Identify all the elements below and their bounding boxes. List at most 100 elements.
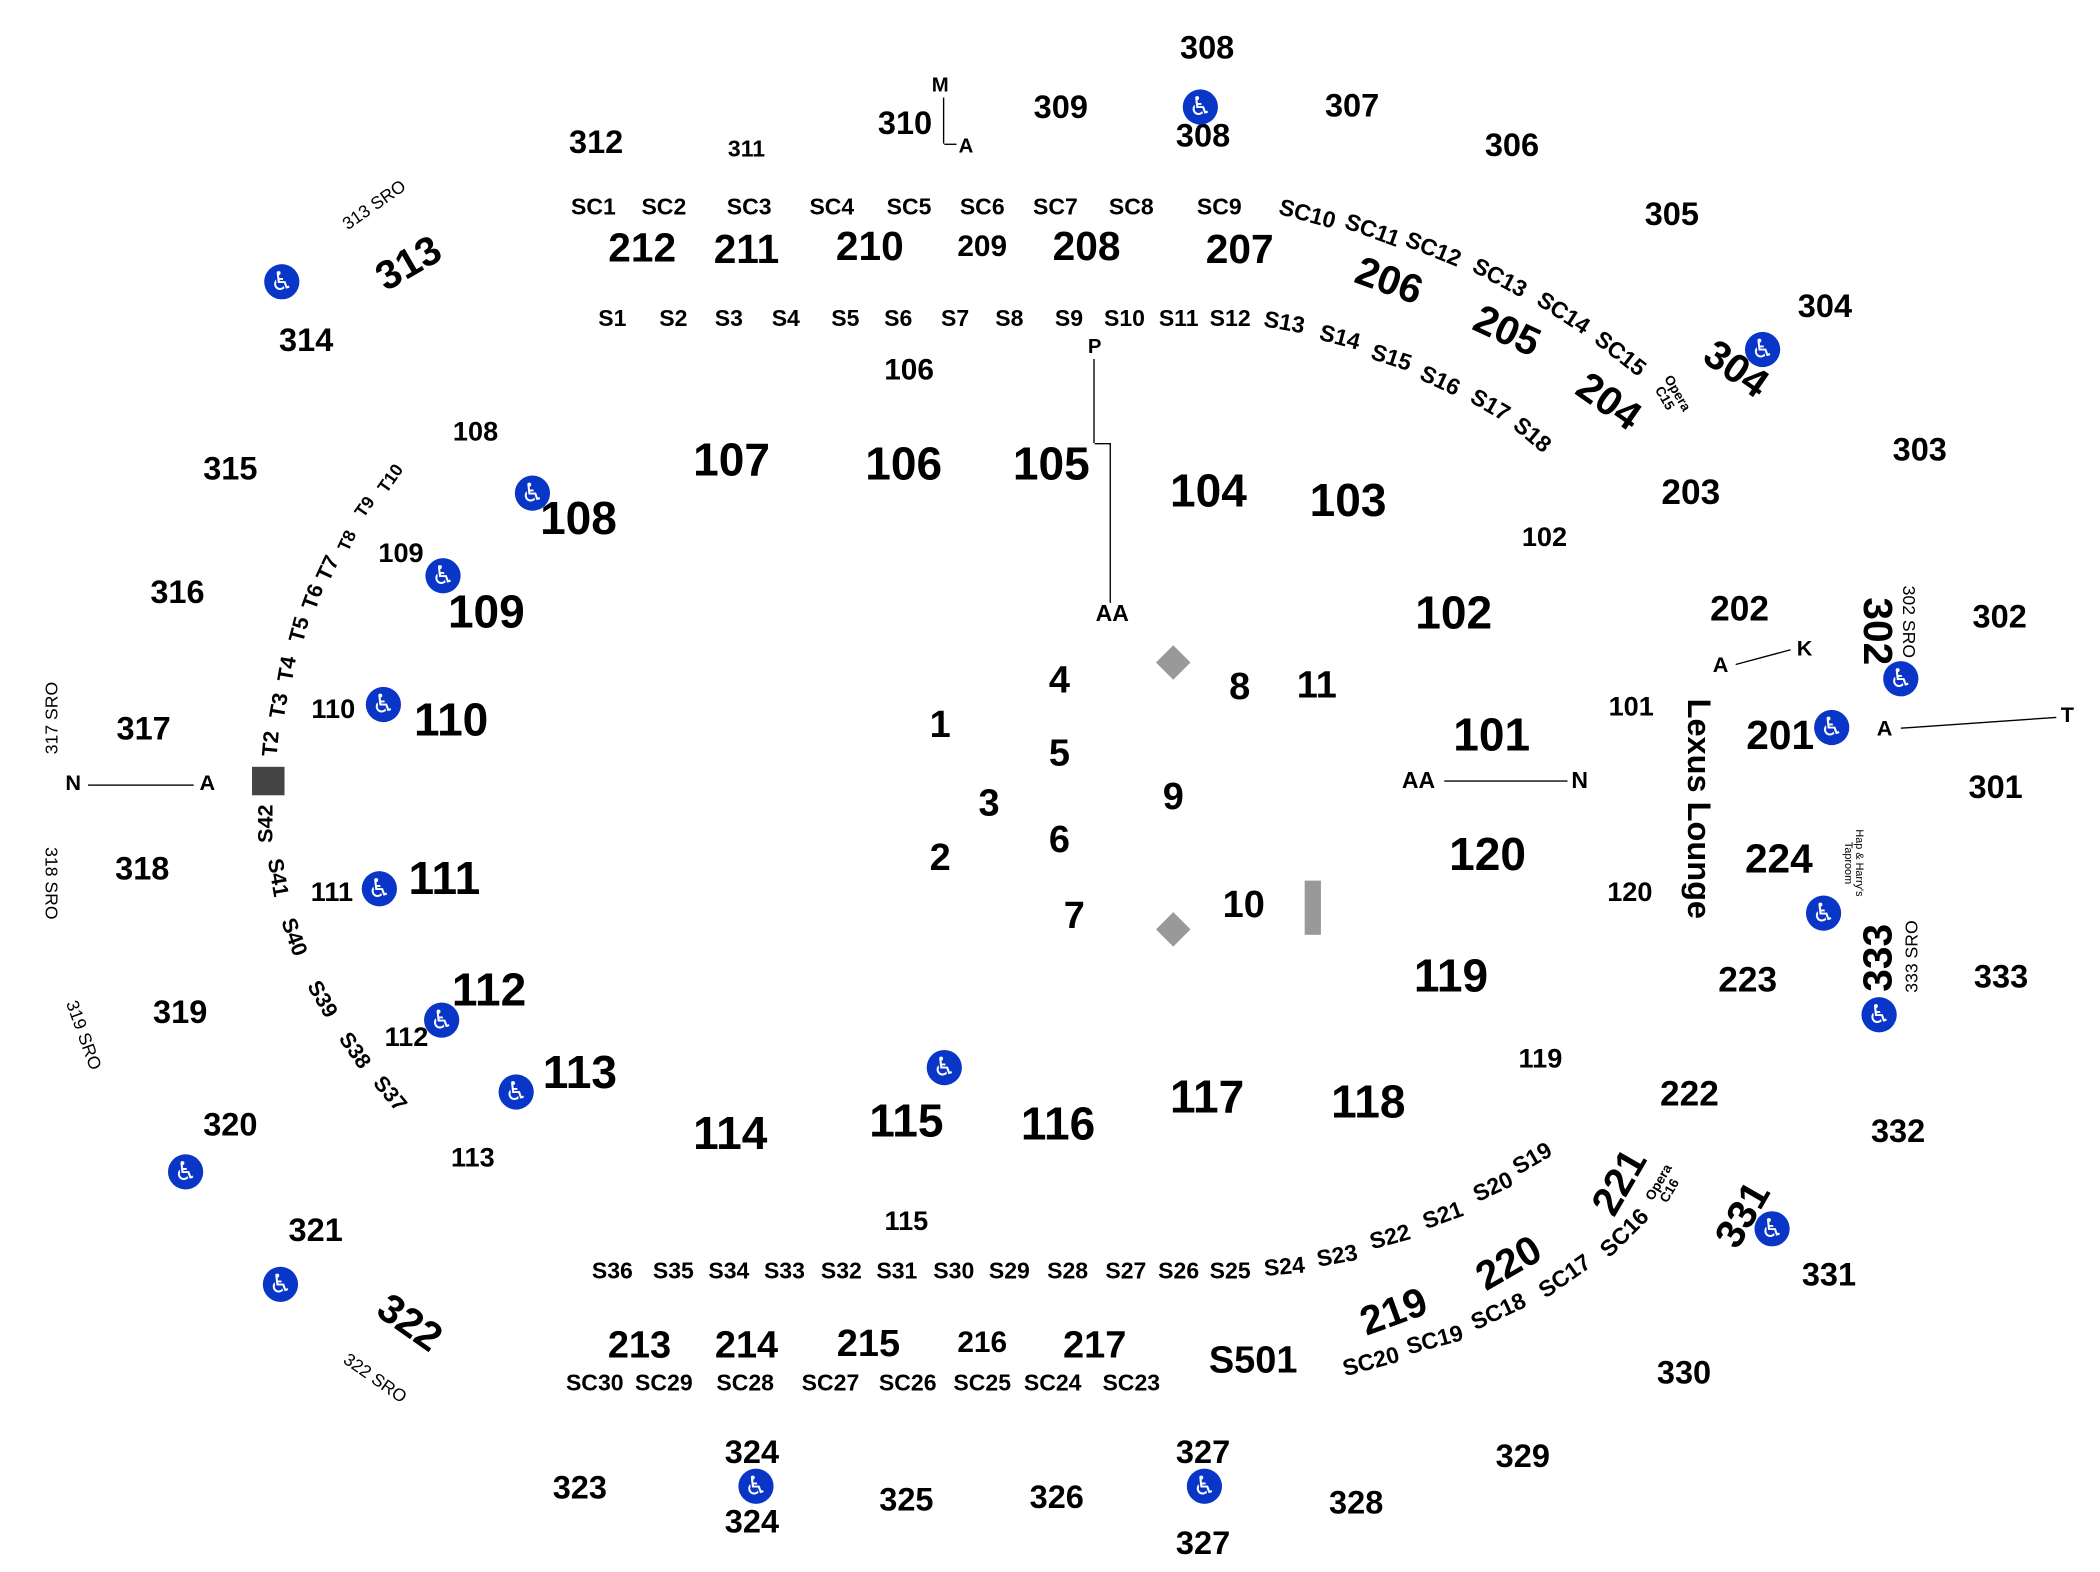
section-label[interactable]: 9	[1162, 774, 1184, 817]
section-label[interactable]: 311	[727, 136, 766, 162]
section-label[interactable]: SC25	[953, 1370, 1012, 1397]
section-label[interactable]: S28	[1047, 1257, 1089, 1284]
section-label[interactable]: SC23	[1102, 1370, 1161, 1397]
section-label[interactable]: SC1	[570, 194, 616, 221]
section-label[interactable]: 318	[115, 850, 170, 888]
section-label[interactable]: 108	[452, 417, 499, 448]
section-label[interactable]: SC7	[1032, 194, 1078, 221]
section-label[interactable]: 102	[1415, 587, 1493, 640]
section-label[interactable]: 217	[1063, 1323, 1127, 1366]
section-label[interactable]: 114	[693, 1108, 768, 1160]
section-label[interactable]: 110	[311, 695, 356, 725]
section-label[interactable]: 223	[1718, 959, 1778, 1000]
section-label[interactable]: 321	[288, 1212, 343, 1250]
section-label[interactable]: 112	[384, 1022, 429, 1053]
section-label[interactable]: SC26	[878, 1370, 937, 1397]
section-label[interactable]: 329	[1495, 1438, 1550, 1476]
section-label[interactable]: S12	[1209, 305, 1251, 332]
section-label[interactable]: S30	[933, 1257, 975, 1284]
section-label[interactable]: 209	[957, 228, 1008, 263]
section-label[interactable]: S15	[1367, 339, 1415, 377]
section-label[interactable]: 224	[1744, 837, 1813, 882]
section-label[interactable]: 6	[1048, 818, 1071, 861]
section-label[interactable]: SC28	[716, 1370, 774, 1397]
section-label[interactable]: 4	[1048, 658, 1071, 701]
section-label[interactable]: 208	[1052, 224, 1121, 270]
section-label[interactable]: 105	[1012, 438, 1090, 491]
section-label[interactable]: 317	[116, 711, 171, 748]
section-label[interactable]: S6	[884, 305, 913, 332]
section-label[interactable]: S22	[1366, 1219, 1414, 1255]
section-label[interactable]: 111	[408, 853, 481, 906]
section-label[interactable]: 206	[1349, 248, 1429, 314]
section-label[interactable]: S5	[831, 305, 860, 332]
section-label[interactable]: S34	[708, 1257, 750, 1284]
section-label[interactable]: S501	[1208, 1338, 1298, 1381]
section-label[interactable]: 111	[310, 877, 354, 908]
section-label[interactable]: 303	[1892, 432, 1947, 469]
section-label[interactable]: 310	[877, 105, 933, 143]
section-label[interactable]: 213	[607, 1323, 672, 1366]
section-label[interactable]: 103	[1309, 475, 1387, 528]
section-label[interactable]: 309	[1033, 89, 1088, 126]
section-label[interactable]: S21	[1419, 1196, 1467, 1235]
section-label[interactable]: S9	[1054, 305, 1084, 332]
section-label[interactable]: S39	[302, 977, 342, 1022]
section-label[interactable]: SC30	[565, 1370, 624, 1397]
section-label[interactable]: 306	[1484, 127, 1540, 164]
section-label[interactable]: S13	[1261, 306, 1307, 339]
section-label[interactable]: SC2	[641, 194, 687, 221]
section-label[interactable]: 112	[451, 964, 527, 1017]
section-label[interactable]: 202	[1710, 587, 1769, 629]
section-label[interactable]: S2	[659, 305, 688, 332]
section-label[interactable]: 113	[542, 1047, 618, 1099]
section-label[interactable]: 102	[1521, 522, 1568, 553]
section-label[interactable]: 333	[1856, 923, 1901, 992]
section-label[interactable]: 8	[1229, 665, 1251, 708]
section-label[interactable]: 316	[150, 574, 205, 612]
section-label[interactable]: 332	[1870, 1113, 1926, 1151]
section-label[interactable]: SC20	[1339, 1341, 1403, 1382]
section-label[interactable]: S7	[941, 305, 970, 332]
section-label[interactable]: S14	[1316, 319, 1364, 356]
section-label[interactable]: 115	[884, 1207, 929, 1237]
section-label[interactable]: S37	[368, 1072, 411, 1117]
section-label[interactable]: SC5	[886, 194, 932, 221]
section-label[interactable]: S38	[333, 1028, 375, 1074]
section-label[interactable]: 5	[1048, 731, 1071, 774]
section-label[interactable]: 113	[450, 1143, 495, 1174]
section-label[interactable]: 106	[884, 352, 934, 387]
section-label[interactable]: SC18	[1466, 1287, 1530, 1336]
section-label[interactable]: 308	[1179, 29, 1235, 67]
section-label[interactable]: 109	[447, 586, 525, 639]
section-label[interactable]: S20	[1468, 1166, 1518, 1208]
section-label[interactable]: 216	[957, 1324, 1008, 1359]
section-label[interactable]: 119	[1413, 951, 1489, 1003]
section-label[interactable]: S40	[275, 915, 311, 960]
section-label[interactable]: 328	[1329, 1484, 1384, 1522]
section-label[interactable]: 313	[368, 227, 450, 300]
section-label[interactable]: 305	[1644, 196, 1699, 234]
section-label[interactable]: 315	[203, 451, 258, 488]
section-label[interactable]: S29	[988, 1257, 1030, 1284]
section-label[interactable]: 110	[413, 695, 489, 747]
section-label[interactable]: S24	[1262, 1252, 1306, 1282]
section-label[interactable]: 116	[1020, 1098, 1096, 1151]
section-label[interactable]: 331	[1801, 1257, 1857, 1294]
section-label[interactable]: 118	[1331, 1077, 1406, 1129]
section-label[interactable]: 322	[368, 1285, 451, 1361]
section-label[interactable]: 3	[978, 781, 1000, 824]
section-label[interactable]: 302	[1854, 597, 1900, 666]
section-label[interactable]: 333	[1973, 959, 2029, 996]
section-label[interactable]: 107	[693, 434, 771, 487]
section-label[interactable]: SC4	[809, 194, 855, 221]
section-label[interactable]: SC24	[1023, 1370, 1082, 1397]
section-label[interactable]: S8	[995, 305, 1024, 332]
section-label[interactable]: SC9	[1196, 194, 1242, 221]
section-label[interactable]: SC6	[959, 194, 1005, 221]
section-label[interactable]: 301	[1968, 769, 2023, 807]
section-label[interactable]: S17	[1466, 383, 1515, 427]
section-label[interactable]: 325	[879, 1482, 934, 1519]
section-label[interactable]: 120	[1607, 877, 1653, 908]
section-label[interactable]: 220	[1468, 1227, 1550, 1300]
